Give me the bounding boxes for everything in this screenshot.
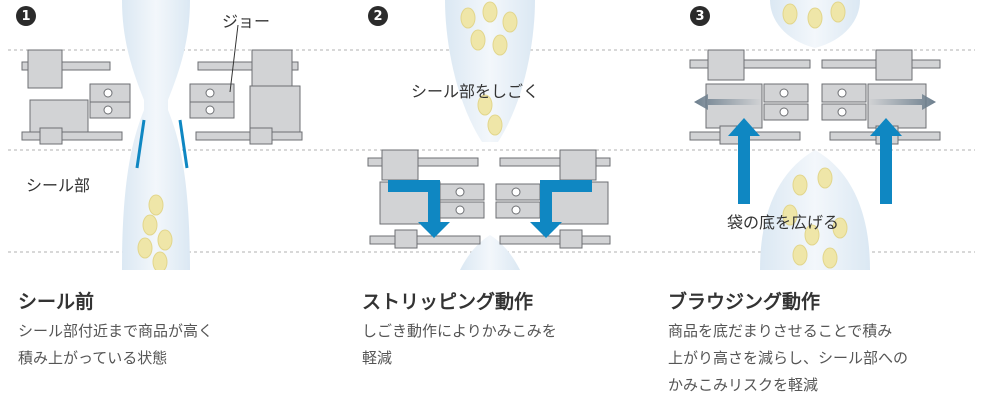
panel-2-description: しごき動作によりかみこみを 軽減 — [362, 318, 557, 372]
panel-3-description-line: 上がり高さを減らし、シール部への — [668, 349, 909, 367]
panel-1-jaw-pointer — [229, 24, 239, 93]
stripping-label: シール部をしごく — [411, 82, 540, 101]
panel-2-jaw-left — [367, 149, 485, 249]
panel-3-bag-lower — [760, 150, 870, 270]
panel-2-bag-upper — [445, 0, 535, 142]
step-number-2: 2 — [368, 6, 388, 26]
panel-2-title: ストリッピング動作 — [362, 291, 534, 313]
panel-3-spread-arrows — [694, 94, 936, 110]
arrow-down-right — [530, 180, 592, 238]
panel-1-bag — [122, 0, 190, 270]
panel-3-up-arrows — [728, 118, 902, 204]
panel-1-jaw-left — [21, 49, 131, 145]
panel-2-description-line: 軽減 — [362, 349, 393, 367]
panel-2-jaw-right — [495, 149, 611, 249]
arrow-right-gray — [868, 94, 936, 110]
panel-1-seal-lines — [135, 119, 189, 169]
panel-2-stripping-arrows — [388, 180, 592, 238]
panel-2-bag-lower — [460, 235, 520, 270]
panel-2-description-line: しごき動作によりかみこみを — [362, 322, 557, 340]
arrow-up-left — [728, 118, 760, 204]
jaw-label: ジョー — [222, 12, 271, 31]
panel-1-title: シール前 — [18, 291, 95, 313]
widen-label: 袋の底を広げる — [727, 213, 840, 232]
step-number-1: 1 — [16, 6, 36, 26]
panel-1-description-line: 積み上がっている状態 — [18, 349, 168, 367]
arrow-up-right — [870, 118, 902, 204]
panel-1-description-line: シール部付近まで商品が高く — [18, 322, 214, 340]
seal-label: シール部 — [26, 176, 91, 195]
diagram-stage — [8, 0, 975, 270]
arrow-down-left — [388, 180, 450, 238]
panel-1-jaw-right — [189, 49, 303, 145]
panel-3-title: ブラウジング動作 — [668, 291, 821, 313]
panel-3-description: 商品を底だまりさせることで積み 上がり高さを減らし、シール部への かみこみリスク… — [668, 318, 908, 399]
panel-1-description: シール部付近まで商品が高く 積み上がっている状態 — [18, 318, 213, 372]
step-number-3: 3 — [690, 6, 710, 26]
panel-3-description-line: かみこみリスクを軽減 — [668, 376, 819, 394]
arrow-left-gray — [694, 94, 762, 110]
panel-3-description-line: 商品を底だまりさせることで積み — [668, 322, 893, 340]
